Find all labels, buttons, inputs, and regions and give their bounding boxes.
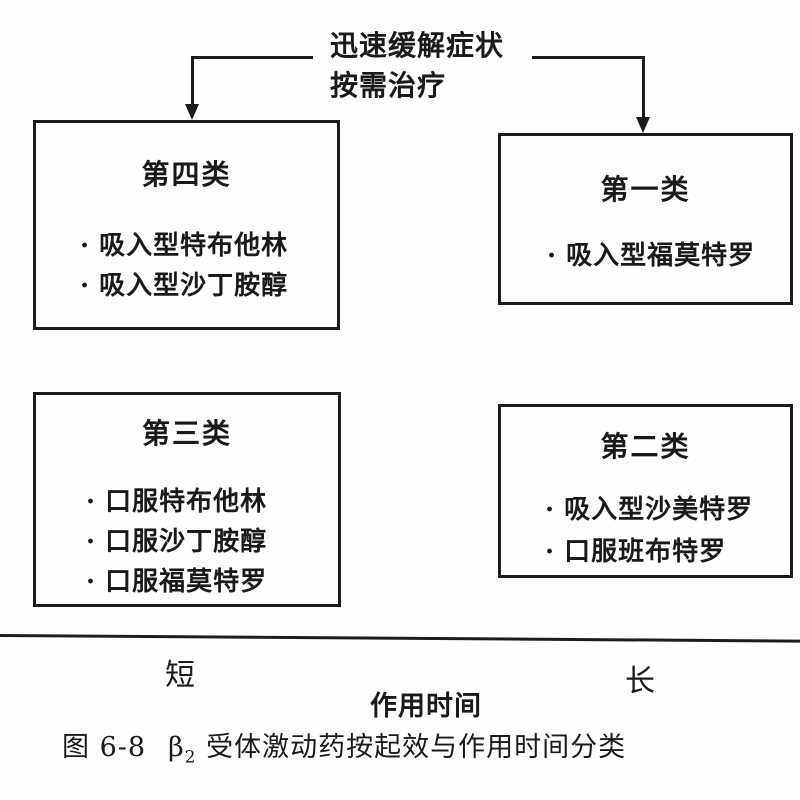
list-item: · 口服特布他林 [86,482,338,522]
annotation-note: 迅速缓解症状 按需治疗 [330,26,504,106]
drug-name: 吸入型特布他林 [99,231,289,261]
bullet-icon: · [545,495,556,525]
axis-label-long: 长 [625,664,655,699]
list-item: · 吸入型沙美特罗 [545,489,790,531]
list-item: · 口服班布特罗 [545,531,790,573]
box-class4-title: 第四类 [141,158,232,191]
box-class4: 第四类 · 吸入型特布他林 · 吸入型沙丁胺醇 [33,120,340,330]
box-class4-items: · 吸入型特布他林 · 吸入型沙丁胺醇 [36,226,337,306]
drug-name: 口服特布他林 [105,487,268,517]
box-class1: 第一类 · 吸入型福莫特罗 [498,133,793,305]
figure-number: 图 6-8 [62,732,147,763]
connector-right-vertical [642,56,645,120]
drug-name: 口服班布特罗 [564,537,727,567]
box-class2-title: 第二类 [600,430,691,463]
drug-name: 吸入型沙丁胺醇 [99,271,289,301]
list-item: · 吸入型福莫特罗 [547,236,790,276]
bullet-icon: · [86,487,97,517]
bullet-icon: · [80,271,91,301]
list-item: · 口服沙丁胺醇 [86,522,338,562]
drug-name: 吸入型福莫特罗 [566,241,756,271]
axis-label-short: 短 [165,658,195,693]
connector-left-horizontal [193,56,313,59]
annotation-line-2: 按需治疗 [330,69,447,102]
connector-left-vertical [191,56,194,108]
drug-name: 口服福莫特罗 [105,567,268,597]
bullet-icon: · [80,231,91,261]
box-class1-items: · 吸入型福莫特罗 [501,236,790,276]
axis-title: 作用时间 [370,691,482,722]
box-class2-items: · 吸入型沙美特罗 · 口服班布特罗 [501,489,790,573]
arrow-down-icon [636,117,650,133]
box-class2: 第二类 · 吸入型沙美特罗 · 口服班布特罗 [498,404,793,578]
connector-right-horizontal [532,56,645,59]
bullet-icon: · [86,567,97,597]
list-item: · 吸入型特布他林 [80,226,337,266]
box-class3-title: 第三类 [141,417,232,450]
figure-caption: 图 6-8 β2 受体激动药按起效与作用时间分类 [62,725,626,767]
bullet-icon: · [547,241,558,271]
arrow-down-icon [185,104,199,120]
list-item: · 吸入型沙丁胺醇 [80,266,337,306]
list-item: · 口服福莫特罗 [86,562,338,602]
bullet-icon: · [545,537,556,567]
box-class1-title: 第一类 [600,173,691,206]
annotation-line-1: 迅速缓解症状 [330,29,505,62]
beta-subscript: 2 [184,747,197,768]
duration-axis-line [0,634,800,643]
caption-text: 受体激动药按起效与作用时间分类 [206,732,627,763]
box-class3-items: · 口服特布他林 · 口服沙丁胺醇 · 口服福莫特罗 [36,482,338,602]
bullet-icon: · [86,527,97,557]
drug-name: 吸入型沙美特罗 [564,495,754,525]
drug-name: 口服沙丁胺醇 [105,527,268,557]
box-class3: 第三类 · 口服特布他林 · 口服沙丁胺醇 · 口服福莫特罗 [33,392,341,607]
beta-symbol: β [168,732,185,763]
